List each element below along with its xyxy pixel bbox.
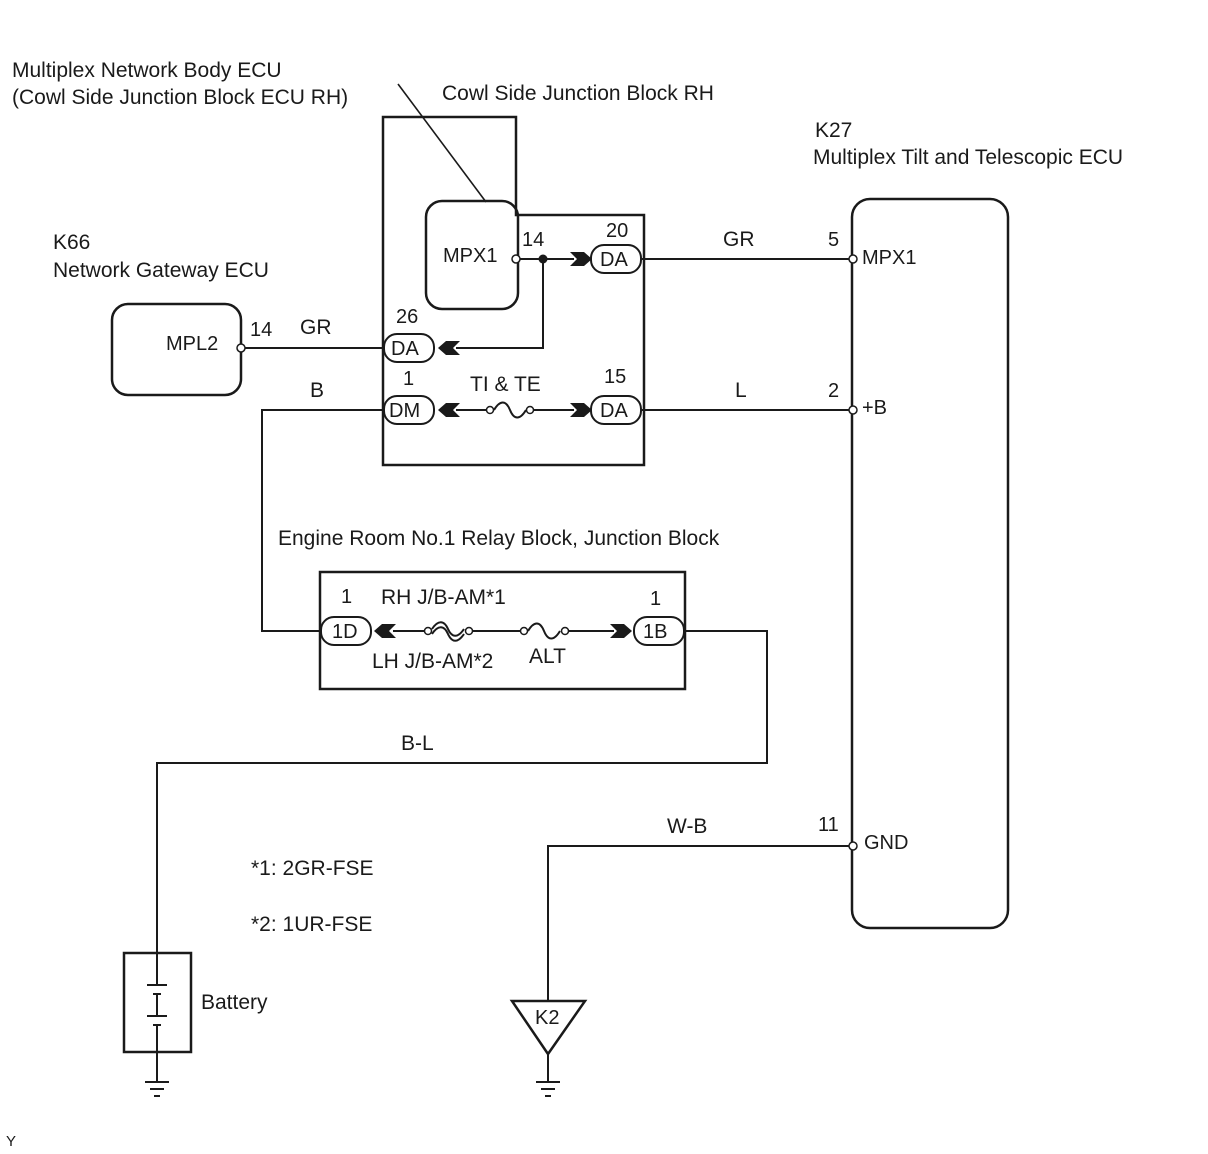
connector-da-20: DA <box>570 244 642 274</box>
connector-1b-label: 1B <box>643 621 667 643</box>
k2-label: K2 <box>535 1007 559 1029</box>
wire-color-gr-top: GR <box>723 228 755 251</box>
k27-mpx1-terminal-dot <box>848 254 858 264</box>
corner-mark: Y <box>6 1133 16 1150</box>
k27-mpx1-terminal: MPX1 <box>862 247 916 269</box>
cowl-jb-label: Cowl Side Junction Block RH <box>442 82 714 105</box>
k2-ground-icon <box>536 1081 560 1097</box>
k66-mpl2-terminal-dot <box>236 343 246 353</box>
er-1d-pin: 1 <box>341 586 352 608</box>
body-mpx1-terminal-dot <box>511 254 521 264</box>
body-ecu-label-line1: Multiplex Network Body ECU <box>12 59 282 82</box>
k27-name: Multiplex Tilt and Telescopic ECU <box>813 146 1123 169</box>
k27-gnd-pin: 11 <box>818 814 839 836</box>
engine-room-label: Engine Room No.1 Relay Block, Junction B… <box>278 527 720 550</box>
k27-gnd-terminal-dot <box>848 841 858 851</box>
fuse-lh-jb-am-label: LH J/B-AM*2 <box>372 650 493 673</box>
fuse-alt-label: ALT <box>529 645 566 668</box>
k27-code: K27 <box>815 119 852 142</box>
connector-dm-1: DM <box>383 395 460 425</box>
k27-b-pin: 2 <box>828 380 839 402</box>
connector-da20-label: DA <box>600 249 628 271</box>
connector-1d: 1D <box>320 616 396 646</box>
wire-color-gr-k66: GR <box>300 316 332 339</box>
wire-color-l: L <box>735 379 747 402</box>
dm1-pin: 1 <box>403 368 414 390</box>
connector-1b: 1B <box>610 616 685 646</box>
da26-pin: 26 <box>396 306 418 328</box>
fuse-ti-te-label: TI & TE <box>470 373 541 396</box>
er-1b-pin: 1 <box>650 588 661 610</box>
note-1ur-fse: *2: 1UR-FSE <box>251 913 372 936</box>
connector-arrow-right <box>570 252 592 266</box>
fuse-alt <box>519 622 570 640</box>
connector-da-15: DA <box>570 395 642 425</box>
connector-arrow-right <box>610 624 632 638</box>
fuse-ti-te <box>485 401 535 419</box>
k66-code: K66 <box>53 231 90 254</box>
connector-arrow-left <box>374 624 396 638</box>
k27-mpx1-pin: 5 <box>828 229 839 251</box>
body-ecu-mpx1-pin: 14 <box>522 229 544 251</box>
connector-arrow-right <box>570 403 592 417</box>
battery-symbol <box>122 951 193 1082</box>
wire-wb-gnd-to-k2 <box>547 845 849 1001</box>
da15-pin: 15 <box>604 366 626 388</box>
k66-mpl2-pin: 14 <box>250 319 272 341</box>
k27-b-terminal-dot <box>848 405 858 415</box>
wire-bl-1b-to-battery <box>156 630 768 953</box>
connector-da15-label: DA <box>600 400 628 422</box>
wire-color-b: B <box>310 379 324 402</box>
body-ecu-label-line2: (Cowl Side Junction Block ECU RH) <box>12 86 348 109</box>
fuse-jb-am <box>423 621 474 642</box>
connector-arrow-left <box>438 403 460 417</box>
body-ecu-leader-line <box>397 83 487 203</box>
battery-label: Battery <box>201 991 268 1014</box>
connector-dm-label: DM <box>389 400 420 422</box>
k66-name: Network Gateway ECU <box>53 259 269 282</box>
wire-splice-to-da26 <box>456 259 544 349</box>
k2-ground-point <box>509 999 588 1082</box>
wire-b-dm-to-1d <box>261 409 384 632</box>
note-2gr-fse: *1: 2GR-FSE <box>251 857 374 880</box>
fuse-rh-jb-am-label: RH J/B-AM*1 <box>381 586 506 609</box>
connector-1d-label: 1D <box>332 621 358 643</box>
k66-mpl2-terminal: MPL2 <box>166 333 218 355</box>
connector-da-26: DA <box>383 333 460 363</box>
k27-tilt-telescopic-ecu-box <box>850 197 1010 930</box>
connector-da26-label: DA <box>391 338 419 360</box>
wire-color-bl: B-L <box>401 732 434 755</box>
k27-b-terminal: +B <box>862 397 887 419</box>
k27-gnd-terminal: GND <box>864 832 908 854</box>
connector-arrow-left <box>438 341 460 355</box>
battery-ground-icon <box>145 1081 169 1097</box>
wire-color-wb: W-B <box>667 815 707 838</box>
da20-pin: 20 <box>606 220 628 242</box>
splice-point <box>538 254 548 264</box>
cowl-junction-block <box>381 115 646 467</box>
body-ecu-mpx1-terminal: MPX1 <box>443 245 497 267</box>
